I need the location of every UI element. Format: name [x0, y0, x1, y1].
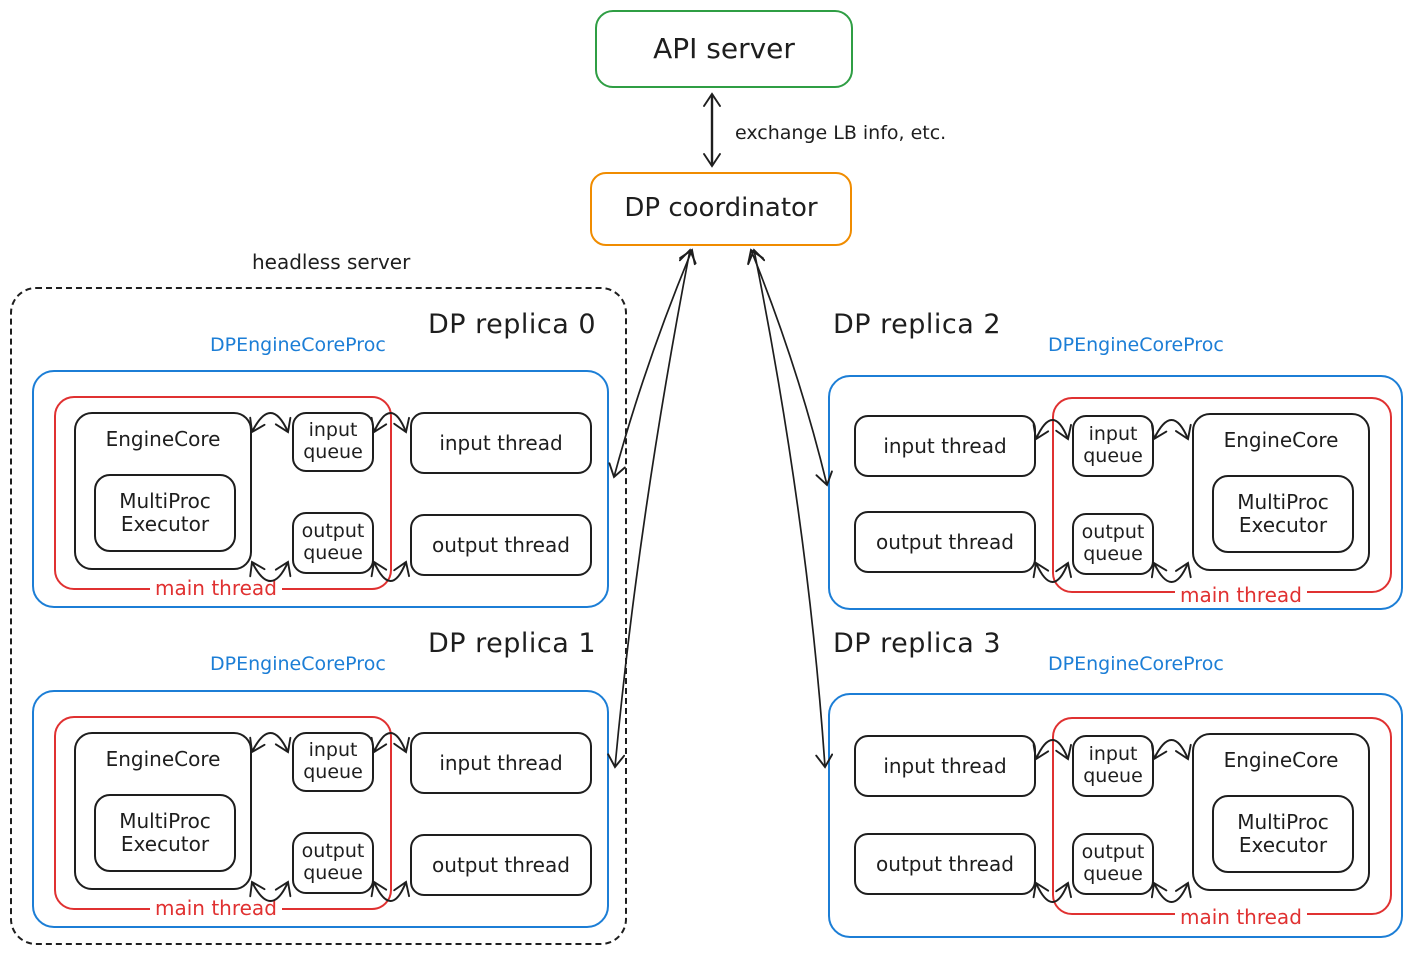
- engine-core-box: EngineCore MultiProc Executor: [1192, 733, 1370, 891]
- output-thread-box: output thread: [854, 511, 1036, 573]
- engine-core-label: EngineCore: [1223, 748, 1339, 772]
- api-server-node: API server: [595, 10, 853, 88]
- output-queue-label: output queue: [301, 520, 365, 564]
- main-thread-label: main thread: [1175, 585, 1307, 606]
- output-queue-box: output queue: [292, 512, 374, 574]
- input-queue-label: input queue: [303, 739, 363, 783]
- output-thread-box: output thread: [410, 834, 592, 896]
- engine-core-box: EngineCore MultiProc Executor: [74, 732, 252, 890]
- input-thread-box: input thread: [854, 415, 1036, 477]
- dp-replica-2-title: DP replica 2: [833, 309, 1002, 340]
- multiproc-executor-box: MultiProc Executor: [1212, 475, 1354, 553]
- dp-coordinator-label: DP coordinator: [624, 193, 818, 224]
- multiproc-executor-label: MultiProc Executor: [1237, 490, 1329, 537]
- dp-replica-3-proc-box: input thread output thread input queue o…: [828, 693, 1403, 938]
- input-queue-label: input queue: [1083, 743, 1143, 787]
- engine-core-label: EngineCore: [105, 747, 221, 771]
- input-thread-label: input thread: [439, 750, 563, 775]
- input-thread-box: input thread: [410, 412, 592, 474]
- input-thread-box: input thread: [410, 732, 592, 794]
- dp-replica-2-proc-label: DPEngineCoreProc: [1048, 334, 1224, 356]
- main-thread-label: main thread: [150, 578, 282, 599]
- output-queue-label: output queue: [1081, 521, 1145, 565]
- input-queue-box: input queue: [1072, 735, 1154, 797]
- output-queue-box: output queue: [1072, 513, 1154, 575]
- exchange-info-label: exchange LB info, etc.: [735, 122, 947, 144]
- engine-core-label: EngineCore: [105, 427, 221, 451]
- output-queue-label: output queue: [301, 840, 365, 884]
- output-thread-label: output thread: [432, 532, 570, 557]
- input-thread-label: input thread: [439, 430, 563, 455]
- multiproc-executor-box: MultiProc Executor: [94, 474, 236, 552]
- output-thread-label: output thread: [876, 529, 1014, 554]
- output-thread-label: output thread: [876, 851, 1014, 876]
- multiproc-executor-label: MultiProc Executor: [1237, 810, 1329, 857]
- multiproc-executor-label: MultiProc Executor: [119, 489, 211, 536]
- input-queue-box: input queue: [1072, 415, 1154, 477]
- dp-replica-3-proc-label: DPEngineCoreProc: [1048, 653, 1224, 675]
- input-queue-box: input queue: [292, 732, 374, 792]
- output-queue-label: output queue: [1081, 841, 1145, 885]
- dp-replica-0-proc-box: EngineCore MultiProc Executor input queu…: [32, 370, 609, 608]
- input-thread-box: input thread: [854, 735, 1036, 797]
- main-thread-label: main thread: [1175, 907, 1307, 928]
- input-queue-label: input queue: [303, 419, 363, 463]
- output-thread-box: output thread: [410, 514, 592, 576]
- dp-replica-1-proc-label: DPEngineCoreProc: [210, 653, 386, 675]
- coordinator-replica3-arrow: [747, 248, 834, 769]
- dp-replica-3-title: DP replica 3: [833, 628, 1002, 659]
- dp-replica-0-title: DP replica 0: [428, 309, 597, 340]
- multiproc-executor-label: MultiProc Executor: [119, 809, 211, 856]
- dp-replica-2-proc-box: input thread output thread input queue o…: [828, 375, 1403, 610]
- input-thread-label: input thread: [883, 753, 1007, 778]
- output-thread-box: output thread: [854, 833, 1036, 895]
- dp-replica-1-proc-box: EngineCore MultiProc Executor input queu…: [32, 690, 609, 928]
- input-thread-label: input thread: [883, 433, 1007, 458]
- multiproc-executor-box: MultiProc Executor: [94, 794, 236, 872]
- engine-core-box: EngineCore MultiProc Executor: [1192, 413, 1370, 571]
- input-queue-box: input queue: [292, 412, 374, 472]
- output-queue-box: output queue: [1072, 833, 1154, 895]
- api-server-label: API server: [653, 31, 795, 65]
- engine-core-label: EngineCore: [1223, 428, 1339, 452]
- engine-core-box: EngineCore MultiProc Executor: [74, 412, 252, 570]
- headless-server-label: headless server: [252, 250, 411, 274]
- input-queue-label: input queue: [1083, 423, 1143, 467]
- dp-coordinator-node: DP coordinator: [590, 172, 852, 246]
- dp-replica-0-proc-label: DPEngineCoreProc: [210, 334, 386, 356]
- output-thread-label: output thread: [432, 852, 570, 877]
- output-queue-box: output queue: [292, 832, 374, 894]
- main-thread-label: main thread: [150, 898, 282, 919]
- coordinator-replica2-arrow: [747, 248, 833, 487]
- dp-replica-1-title: DP replica 1: [428, 628, 597, 659]
- multiproc-executor-box: MultiProc Executor: [1212, 795, 1354, 873]
